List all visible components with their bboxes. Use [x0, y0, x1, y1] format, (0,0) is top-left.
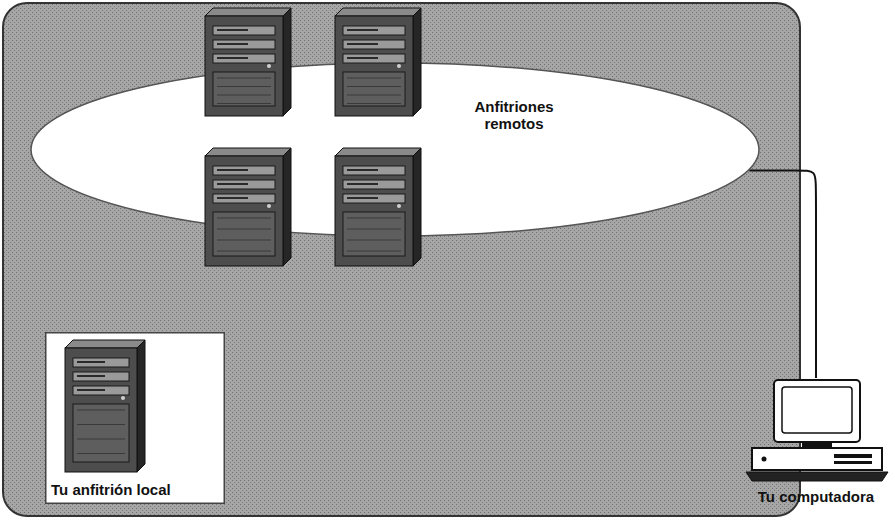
node-label: Tu anfitrión local: [51, 481, 171, 498]
server-tower: [335, 148, 421, 266]
node-label: Anfitriones remotos: [462, 98, 566, 132]
node-label: Tu computadora: [758, 488, 874, 505]
box-outline: [46, 333, 225, 504]
server-tower: [335, 8, 421, 116]
network-region: [3, 3, 800, 516]
remote-hosts-ellipse: Anfitriones remotos: [30, 62, 760, 237]
server-tower: [65, 340, 145, 472]
computer-drawing: [746, 380, 888, 481]
server-tower: [205, 148, 291, 266]
remote-hosts-ellipse-outline: [30, 62, 760, 237]
server-tower: [205, 8, 291, 116]
local-host-box: Tu anfitrión local: [45, 332, 225, 504]
local-host-box-outline: [45, 332, 225, 504]
computer-icon: Tu computadora: [742, 378, 890, 514]
connector-line: [749, 171, 816, 379]
